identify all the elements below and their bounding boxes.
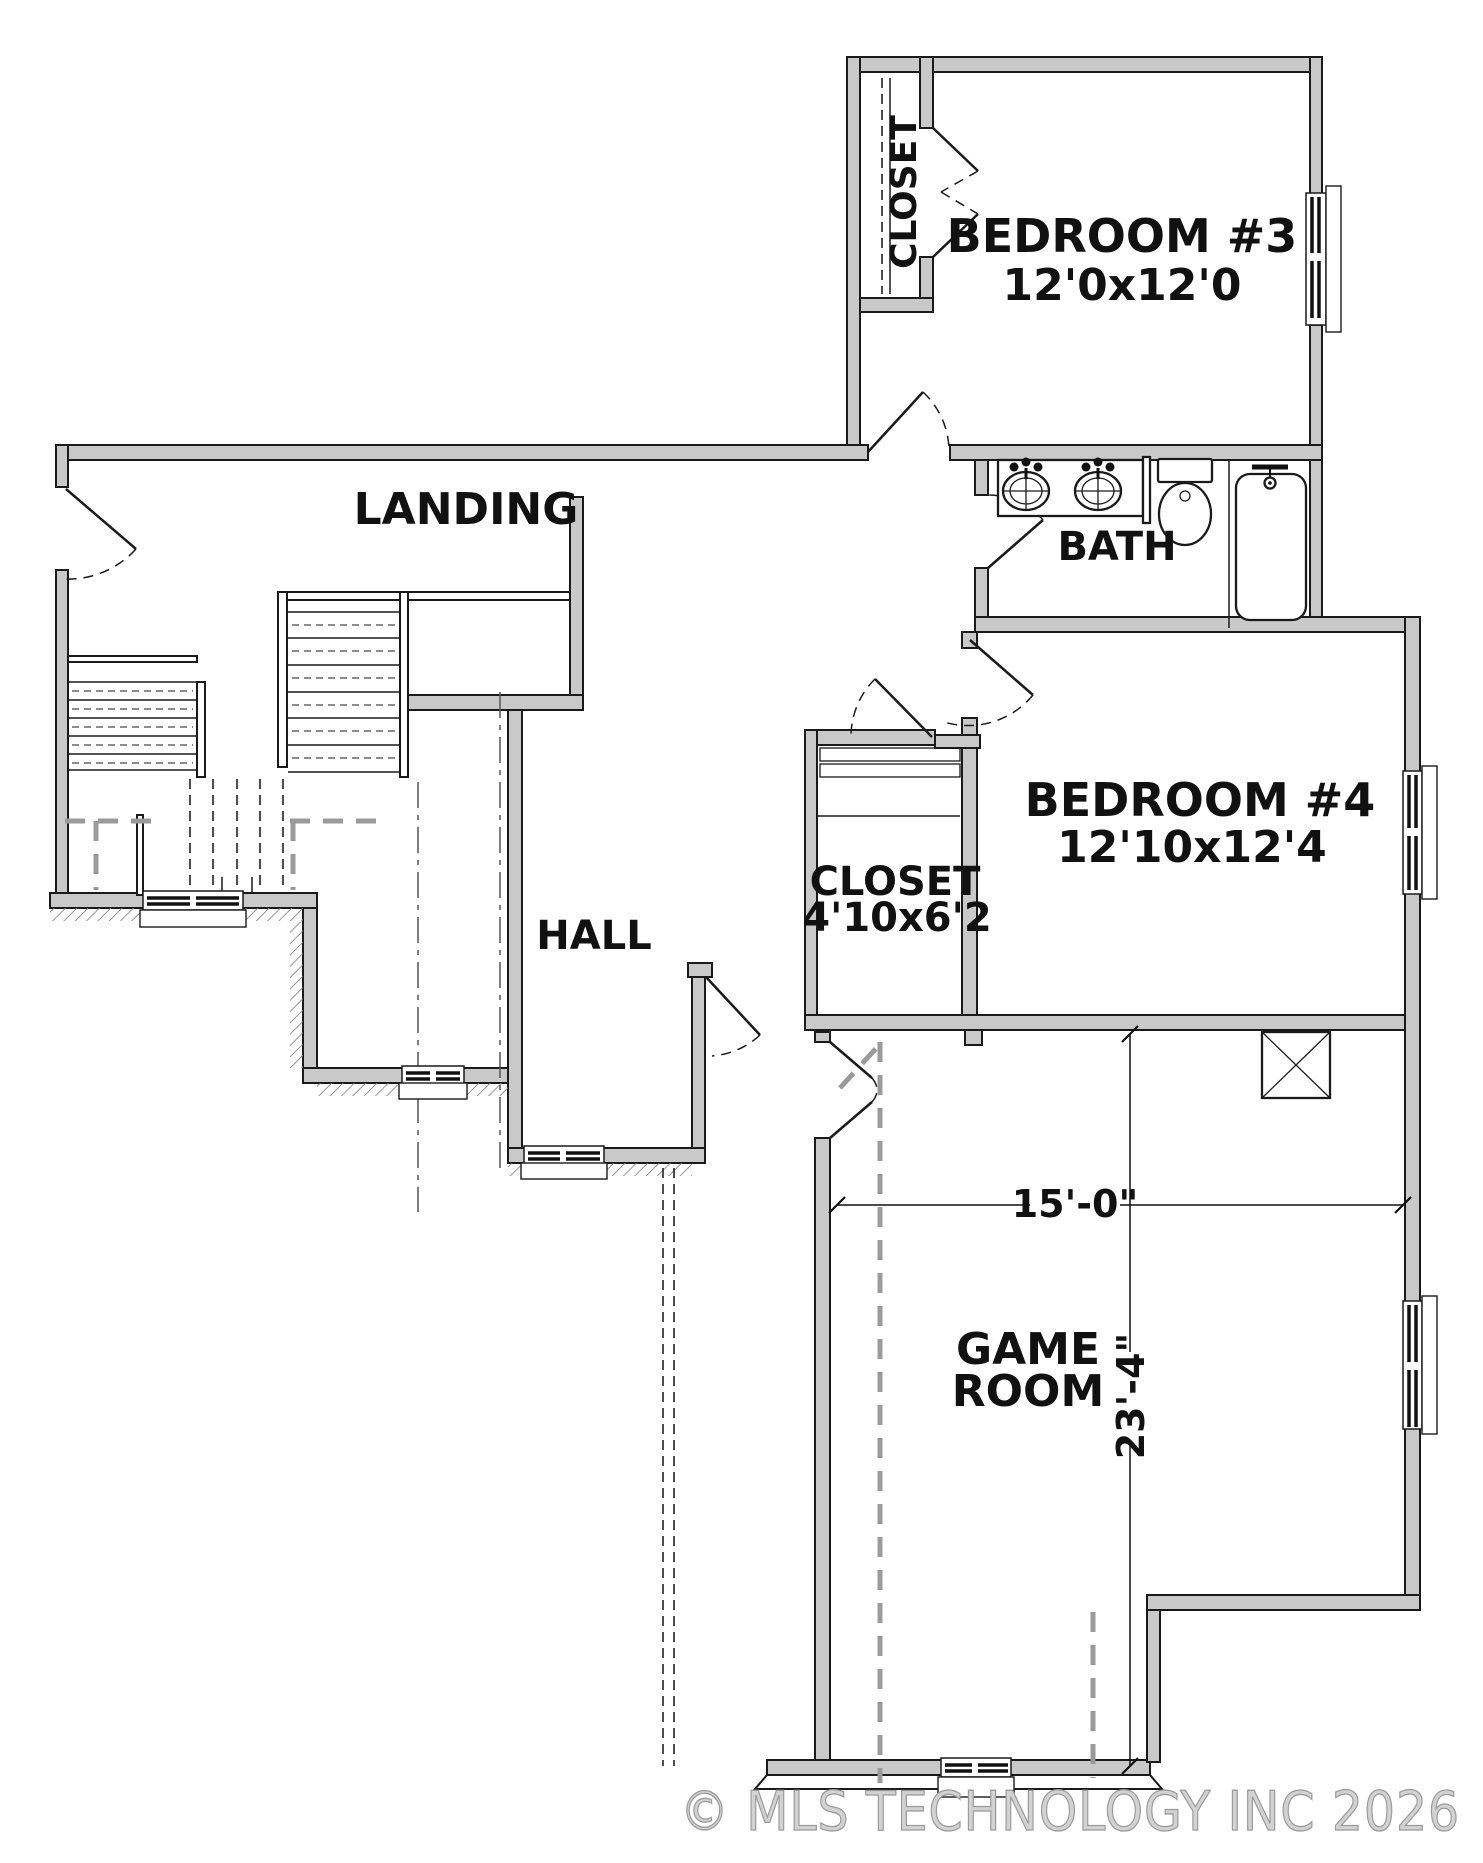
sink-icon bbox=[1073, 457, 1123, 512]
toilet-icon bbox=[1156, 457, 1214, 547]
walls bbox=[49, 56, 1421, 1790]
door-hall bbox=[705, 976, 761, 1057]
dimension-width bbox=[828, 1196, 1412, 1214]
stair-treads-lower bbox=[189, 779, 284, 893]
window-hall-nook bbox=[520, 1145, 608, 1180]
window-game-room-bottom bbox=[937, 1757, 1015, 1798]
closet-fittings bbox=[818, 78, 961, 817]
window-bedroom4 bbox=[1402, 765, 1438, 900]
closet-dims: 4'10x6'2 bbox=[802, 895, 991, 941]
bath-fixtures bbox=[996, 455, 1308, 628]
staircase bbox=[67, 591, 571, 896]
watermark: © MLS TECHNOLOGY INC 2026 bbox=[680, 1780, 1460, 1843]
dimension-lines bbox=[828, 1025, 1412, 1775]
window-game-room-right bbox=[1402, 1295, 1438, 1435]
closet-label: CLOSET bbox=[810, 859, 982, 905]
exterior-hatch bbox=[50, 908, 692, 1176]
door-landing-left bbox=[61, 488, 137, 580]
bedroom3-label: BEDROOM #3 bbox=[947, 209, 1298, 263]
game-room-label-line1: GAME bbox=[956, 1324, 1100, 1375]
bedroom3-closet-label: CLOSET bbox=[884, 115, 925, 269]
bath-label: BATH bbox=[1057, 524, 1176, 570]
dimension-depth bbox=[1121, 1025, 1139, 1775]
window-bedroom3 bbox=[1305, 185, 1342, 333]
dimension-depth-text: 23'-4" bbox=[1109, 1333, 1153, 1460]
bathtub-icon bbox=[1228, 460, 1308, 628]
stair-treads-right bbox=[288, 611, 399, 773]
landing-label: LANDING bbox=[354, 484, 579, 535]
door-bedroom4 bbox=[943, 639, 1034, 727]
dimension-width-text: 15'-0" bbox=[1012, 1182, 1139, 1226]
vanity-partition bbox=[1141, 455, 1152, 525]
bedroom4-dims: 12'10x12'4 bbox=[1057, 822, 1327, 873]
game-room-label-line2: ROOM bbox=[952, 1366, 1104, 1417]
roof-lines bbox=[65, 692, 1096, 1783]
window-stair-nook bbox=[139, 890, 247, 928]
window-lower-nook bbox=[398, 1065, 468, 1100]
stair-treads-left bbox=[69, 681, 196, 771]
bedroom3-dims: 12'0x12'0 bbox=[1002, 260, 1241, 311]
labels: CLOSET BEDROOM #3 12'0x12'0 LANDING BATH… bbox=[354, 115, 1376, 1460]
bedroom4-label: BEDROOM #4 bbox=[1025, 773, 1376, 827]
bifold-door-bedroom3-closet bbox=[932, 127, 979, 258]
doors bbox=[61, 127, 1044, 1139]
windows bbox=[139, 185, 1438, 1798]
door-closet-vestibule bbox=[850, 678, 933, 738]
door-bedroom3 bbox=[867, 391, 950, 453]
sink-icon bbox=[1001, 457, 1051, 512]
chase-box bbox=[1260, 1030, 1332, 1100]
hall-label: HALL bbox=[536, 913, 651, 959]
double-door-game-room bbox=[829, 1041, 878, 1139]
